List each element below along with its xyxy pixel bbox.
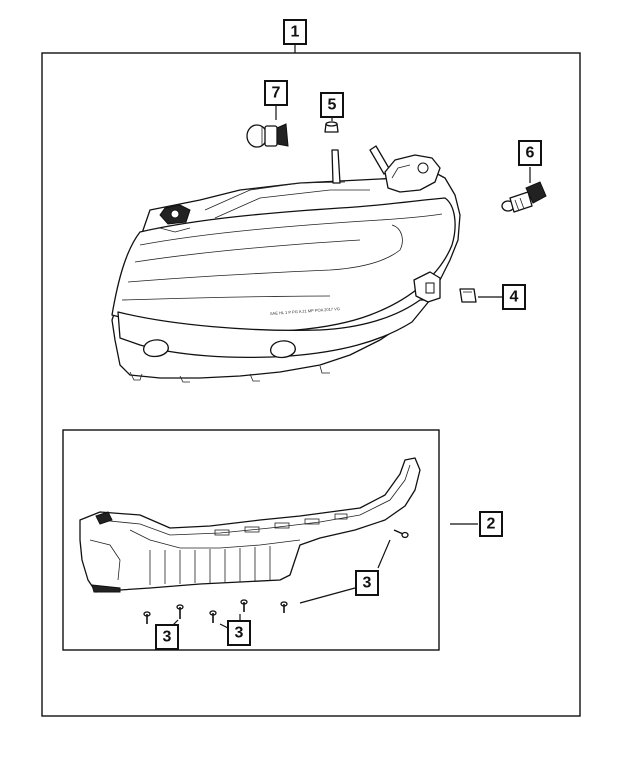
callout-3-left-label: 3 bbox=[163, 629, 172, 646]
assembly-frame bbox=[41, 52, 581, 717]
clip-nut-part-4 bbox=[459, 288, 477, 303]
callout-5: 5 bbox=[320, 92, 344, 118]
lens-marking-text: SAE HL 1 P PG A 21 MP POA 2017 VG bbox=[270, 306, 340, 316]
bracket-subassembly-frame bbox=[62, 429, 440, 651]
screw-set bbox=[143, 599, 288, 624]
callout-2-label: 2 bbox=[487, 516, 496, 533]
bulb-part-7 bbox=[246, 123, 289, 148]
callout-3-right: 3 bbox=[355, 570, 379, 596]
cap-part-5 bbox=[324, 121, 339, 133]
callout-7-label: 7 bbox=[272, 85, 281, 102]
mounting-bracket-part-2 bbox=[79, 457, 421, 593]
callout-5-label: 5 bbox=[328, 97, 337, 114]
callout-1: 1 bbox=[283, 19, 307, 45]
bulb-socket-part-6 bbox=[501, 181, 547, 213]
headlamp-assembly: SAE HL 1 P PG A 21 MP POA 2017 VG bbox=[111, 145, 461, 383]
callout-3-right-label: 3 bbox=[363, 575, 372, 592]
callout-3-left: 3 bbox=[155, 624, 179, 650]
callout-2: 2 bbox=[479, 511, 503, 537]
callout-3-middle: 3 bbox=[227, 620, 251, 646]
callout-6-label: 6 bbox=[526, 145, 535, 162]
callout-4-label: 4 bbox=[510, 289, 519, 306]
screw-near-bracket bbox=[393, 529, 409, 539]
leader-line-3-right-top bbox=[377, 539, 391, 569]
callout-3-middle-label: 3 bbox=[235, 625, 244, 642]
leader-line-3-mid-a bbox=[219, 623, 229, 629]
callout-1-label: 1 bbox=[291, 24, 300, 41]
leader-line-3-right bbox=[299, 587, 356, 604]
callout-7: 7 bbox=[264, 80, 288, 106]
callout-4: 4 bbox=[502, 284, 526, 310]
callout-6: 6 bbox=[518, 140, 542, 166]
